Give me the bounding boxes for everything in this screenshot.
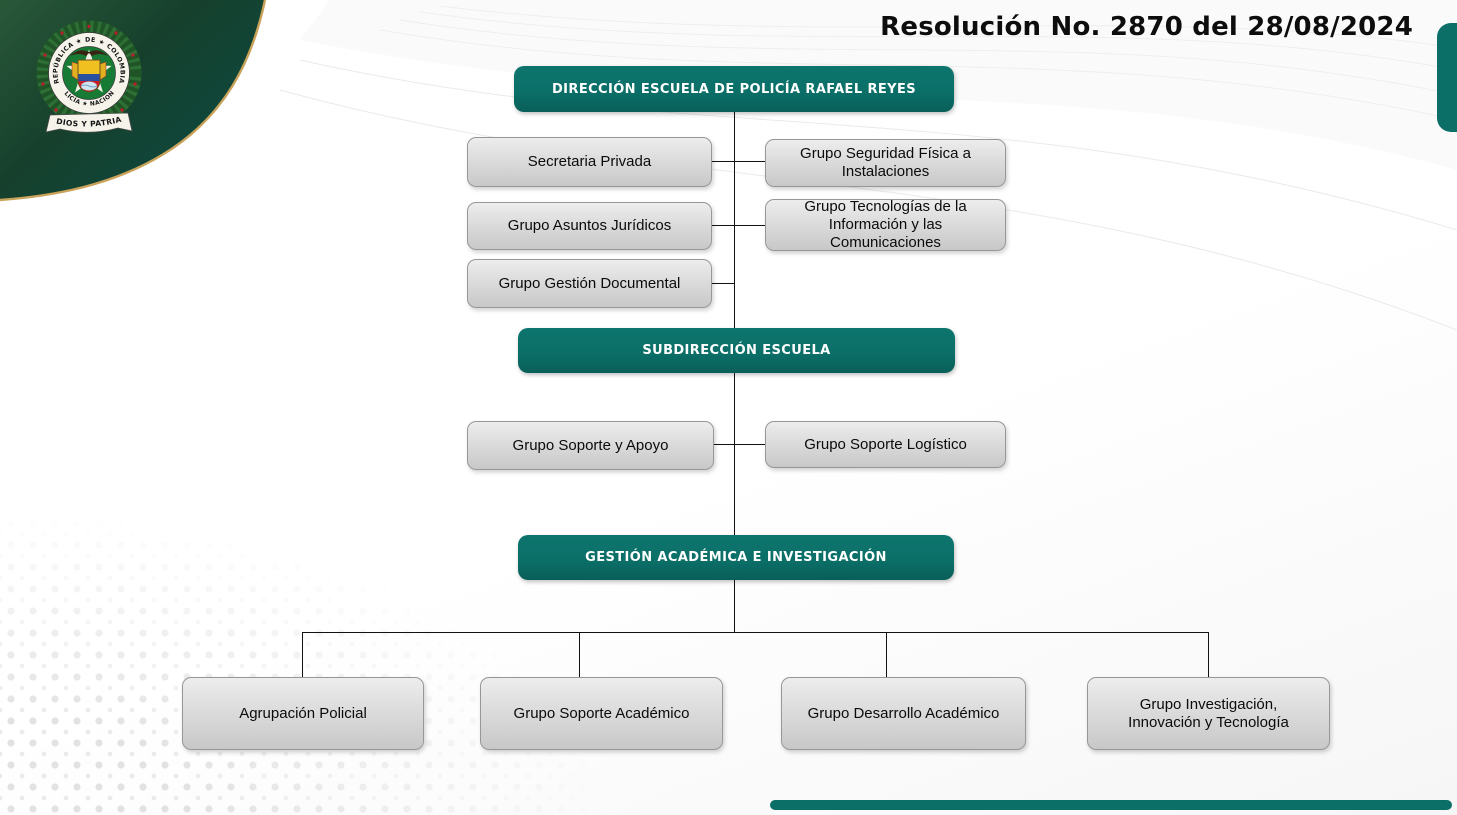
org-node-desarrollo-academico: Grupo Desarrollo Académico [781,677,1026,750]
page-title: Resolución No. 2870 del 28/08/2024 [880,12,1413,42]
bottom-accent-bar [770,800,1452,810]
corner-banner: REPÚBLICA ★ DE ★ COLOMBIA POLICÍA ★ NACI… [0,0,267,202]
org-node-seguridad-fisica-label: Grupo Seguridad Física a Instalaciones [800,145,971,180]
org-node-soporte-apoyo: Grupo Soporte y Apoyo [467,421,714,470]
org-node-gestion-documental: Grupo Gestión Documental [467,259,712,308]
corner-gold-trim [0,0,267,202]
connector-soporte-row [713,444,766,446]
connector-row1 [712,161,766,163]
connector-row2 [712,225,766,227]
org-node-tecnologias: Grupo Tecnologías de la Información y la… [765,198,1006,251]
emblem-banner: DIOS Y PATRIA [45,112,133,133]
org-node-asuntos-juridicos: Grupo Asuntos Jurídicos [467,202,712,250]
org-node-agrupacion-policial: Agrupación Policial [182,677,424,750]
org-node-desarrollo-academico-label: Grupo Desarrollo Académico [807,704,1000,722]
org-node-direccion-label: DIRECCIÓN ESCUELA DE POLICÍA RAFAEL REYE… [551,81,916,97]
connector-direccion-subdireccion [734,111,736,328]
org-node-asuntos-juridicos-label: Grupo Asuntos Jurídicos [507,217,672,234]
connector-gestion-drop [734,580,736,633]
org-node-subdireccion: SUBDIRECCIÓN ESCUELA [518,328,955,373]
org-node-direccion: DIRECCIÓN ESCUELA DE POLICÍA RAFAEL REYE… [514,66,954,112]
org-node-agrupacion-policial-label: Agrupación Policial [239,704,367,722]
emblem-condor [70,50,108,56]
right-edge-accent-bar [1437,23,1457,132]
org-node-gestion-academica: GESTIÓN ACADÉMICA E INVESTIGACIÓN [518,535,954,580]
org-node-soporte-logistico-label: Grupo Soporte Logístico [804,435,967,453]
connector-drop-investigacion [1208,632,1210,677]
emblem-shield [77,59,101,93]
connector-drop-desarrollo [886,632,888,677]
org-node-gestion-academica-label: GESTIÓN ACADÉMICA E INVESTIGACIÓN [585,550,887,565]
connector-subdireccion-gestion [734,373,736,535]
org-node-soporte-logistico: Grupo Soporte Logístico [765,421,1006,468]
connector-drop-soporte-academico [579,632,581,677]
emblem-side-flags [71,61,107,81]
org-node-tecnologias-label: Grupo Tecnologías de la Información y la… [804,198,967,251]
connector-drop-agrupacion [302,632,304,677]
org-node-secretaria-privada-label: Secretaria Privada [527,153,652,170]
org-node-investigacion: Grupo Investigación, Innovación y Tecnol… [1087,677,1330,750]
org-node-soporte-apoyo-label: Grupo Soporte y Apoyo [512,436,669,454]
org-node-subdireccion-label: SUBDIRECCIÓN ESCUELA [642,343,831,358]
org-node-investigacion-label: Grupo Investigación, Innovación y Tecnol… [1128,695,1289,731]
org-node-soporte-academico-label: Grupo Soporte Académico [513,704,690,722]
connector-bottom-horizontal [302,632,1209,634]
org-node-secretaria-privada: Secretaria Privada [467,137,712,187]
org-node-gestion-documental-label: Grupo Gestión Documental [498,274,681,292]
connector-row3 [712,283,735,285]
org-node-soporte-academico: Grupo Soporte Académico [480,677,723,750]
org-node-seguridad-fisica: Grupo Seguridad Física a Instalaciones [765,139,1006,187]
